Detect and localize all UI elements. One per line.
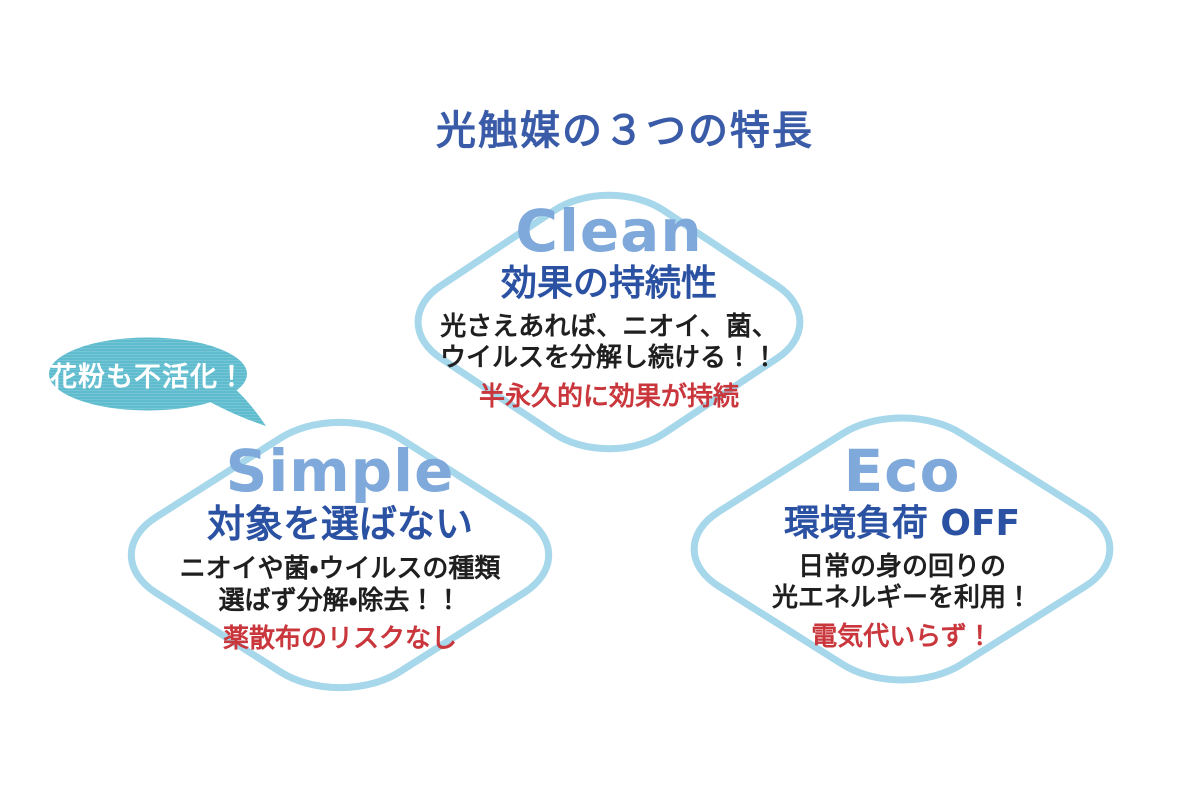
card-body-clean: 光さえあれば、ニオイ、菌、 ウイルスを分解し続ける！！ [440, 312, 778, 375]
card-body-simple: ニオイや菌・ウイルスの種類 選ばず分解・除去！！ [180, 554, 501, 617]
card-name-clean: Clean [515, 197, 703, 265]
card-highlight-simple: 薬散布のリスクなし [222, 624, 457, 655]
feature-card-eco: Eco 環境負荷 OFF 日常の身の回りの 光エネルギーを利用！ 電気代いらず！ [656, 394, 1148, 704]
card-subtitle-clean: 効果の持続性 [500, 263, 717, 304]
speech-bubble-text: 花粉も不活化！ [50, 361, 246, 393]
diamond-outline [383, 172, 835, 472]
speech-bubble-shape [49, 337, 266, 426]
speech-bubble: 花粉も不活化！ [42, 336, 270, 438]
card-subtitle-eco: 環境負荷 OFF [783, 503, 1021, 544]
card-body-line: ニオイや菌・ウイルスの種類 [179, 553, 501, 584]
card-name-simple: Simple [225, 437, 455, 505]
card-subtitle-simple: 対象を選ばない [206, 502, 473, 546]
bubble-body [49, 337, 266, 426]
feature-card-simple: Simple 対象を選ばない ニオイや菌・ウイルスの種類 選ばず分解・除去！！ … [93, 398, 587, 712]
page-title: 光触媒の３つの特長 [436, 108, 814, 154]
feature-card-clean: Clean 効果の持続性 光さえあれば、ニオイ、菌、 ウイルスを分解し続ける！！… [383, 172, 835, 472]
card-body-line: 選ばず分解・除去！！ [218, 585, 462, 616]
card-body-line: ウイルスを分解し続ける！！ [439, 343, 778, 374]
card-highlight-clean: 半永久的に効果が持続 [478, 382, 739, 413]
card-body-line: 日常の身の回りの [797, 551, 1006, 582]
card-highlight-eco: 電気代いらず！ [811, 622, 993, 653]
card-body-line: 光さえあれば、ニオイ、菌、 [440, 311, 778, 342]
card-body-line: 光エネルギーを利用！ [771, 583, 1032, 614]
card-body-eco: 日常の身の回りの 光エネルギーを利用！ [772, 552, 1032, 615]
card-name-eco: Eco [843, 437, 961, 505]
diamond-outline [93, 398, 587, 712]
diamond-outline [656, 394, 1148, 704]
